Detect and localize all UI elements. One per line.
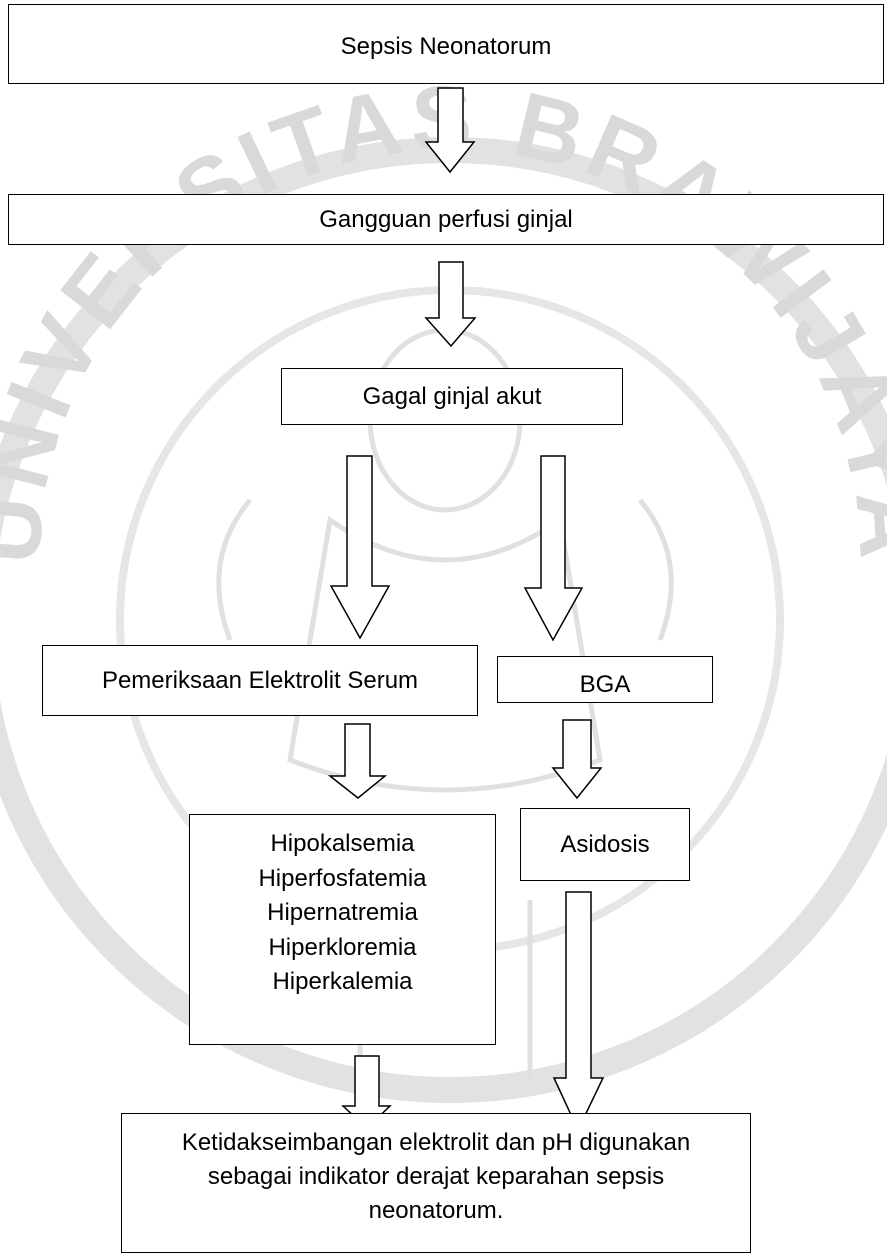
arrow-gagal-to-bga: [523, 455, 584, 642]
arrow-asidosis-to-ketidak: [552, 891, 605, 1132]
arrow-pemeriksaan-to-hipo: [327, 723, 388, 799]
conclusion-line: Ketidakseimbangan elektrolit dan pH digu…: [181, 1129, 691, 1156]
label-asidosis: Asidosis: [560, 831, 650, 858]
box-bga: BGA: [497, 656, 713, 703]
box-gagal-ginjal-akut: Gagal ginjal akut: [281, 368, 623, 425]
label-sepsis-neonatorum: Sepsis Neonatorum: [340, 33, 552, 60]
box-gangguan-perfusi-ginjal: Gangguan perfusi ginjal: [8, 194, 884, 245]
arrow-gagal-to-pemeriksaan: [329, 455, 391, 640]
list-item: Hiperfosfatemia: [258, 864, 427, 892]
label-gagal-ginjal-akut: Gagal ginjal akut: [362, 383, 542, 410]
label-bga: BGA: [579, 671, 631, 698]
arrow-bga-to-asidosis: [551, 719, 603, 800]
list-item: Hiperkloremia: [268, 933, 417, 961]
label-pemeriksaan-elektrolit-serum: Pemeriksaan Elektrolit Serum: [101, 667, 419, 694]
conclusion-line: neonatorum.: [368, 1197, 504, 1224]
list-item: Hipernatremia: [267, 899, 418, 926]
list-item: Hiperkalemia: [272, 968, 413, 995]
arrow-sepsis-to-perfusi: [424, 87, 476, 174]
box-asidosis: Asidosis: [520, 808, 690, 881]
label-gangguan-perfusi-ginjal: Gangguan perfusi ginjal: [319, 206, 573, 233]
box-pemeriksaan-elektrolit-serum: Pemeriksaan Elektrolit Serum: [42, 645, 478, 716]
box-electrolyte-disorders: Hipokalsemia Hiperfosfatemia Hipernatrem…: [189, 814, 496, 1045]
box-ketidakseimbangan-conclusion: Ketidakseimbangan elektrolit dan pH digu…: [121, 1113, 751, 1253]
conclusion-line: sebagai indikator derajat keparahan seps…: [207, 1163, 665, 1190]
arrow-perfusi-to-gagal: [424, 261, 477, 348]
list-item: Hipokalsemia: [270, 830, 415, 857]
box-sepsis-neonatorum: Sepsis Neonatorum: [8, 4, 884, 84]
